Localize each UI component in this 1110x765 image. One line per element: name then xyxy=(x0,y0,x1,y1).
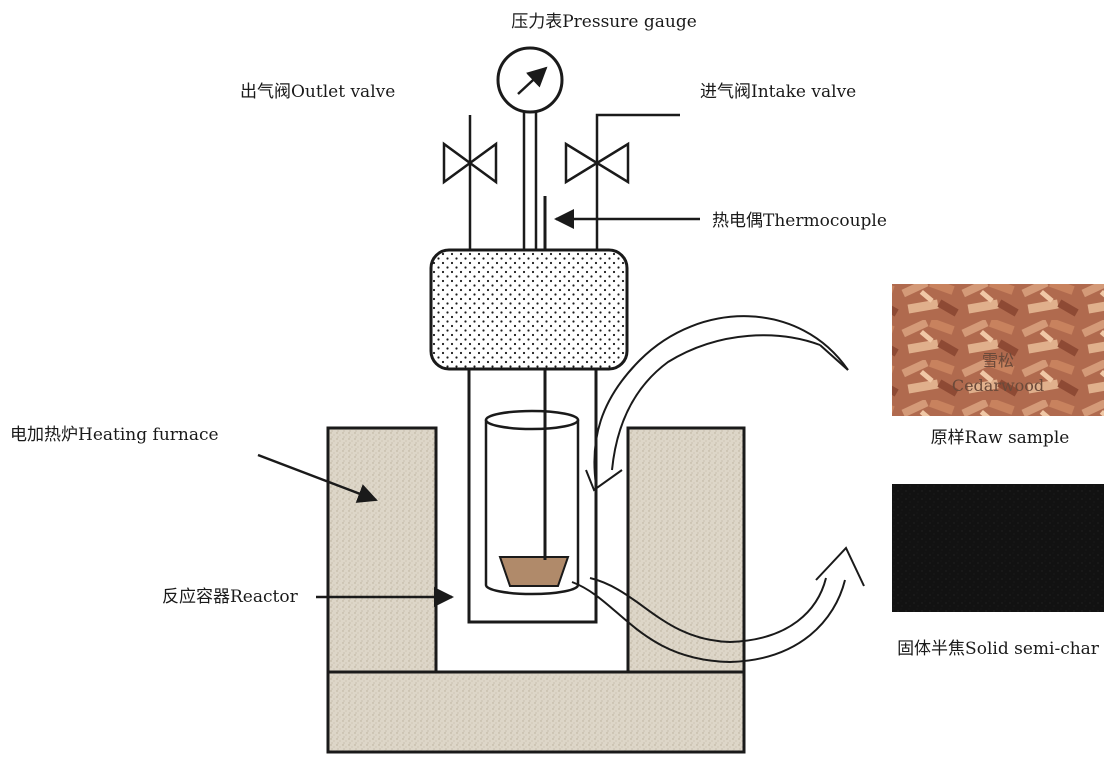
outlet-line xyxy=(442,115,498,250)
semi-char-photo xyxy=(892,484,1104,612)
thermocouple-label: 热电偶Thermocouple xyxy=(712,211,887,231)
furnace-base xyxy=(326,670,746,754)
furnace-arrow xyxy=(257,453,378,503)
raw-sample-flow-arrow xyxy=(585,315,849,492)
crucible xyxy=(484,409,580,596)
semi-char-flow-arrow xyxy=(571,546,865,664)
pressure-gauge xyxy=(496,46,564,114)
reactor-vessel xyxy=(467,368,598,624)
outlet-valve-label: 出气阀Outlet valve xyxy=(240,82,395,102)
outlet-valve-icon xyxy=(442,141,498,185)
reactor-label: 反应容器Reactor xyxy=(162,587,299,607)
furnace-left-wall xyxy=(326,426,438,675)
intake-line xyxy=(564,113,680,250)
semi-char-label: 固体半焦Solid semi-char xyxy=(897,639,1100,659)
raw-sample-photo: 雪松 Cedarwood xyxy=(892,284,1104,416)
intake-valve-icon xyxy=(564,141,630,185)
photo-label-en: Cedarwood xyxy=(952,376,1044,395)
reactor-lid xyxy=(429,248,629,371)
sample xyxy=(498,556,570,587)
photo-label-cn: 雪松 xyxy=(982,351,1014,370)
gauge-tube xyxy=(522,112,538,250)
pressure-gauge-label: 压力表Pressure gauge xyxy=(511,12,697,32)
heating-furnace-label: 电加热炉Heating furnace xyxy=(10,425,219,445)
heating-furnace xyxy=(326,426,746,754)
gauge-needle-icon xyxy=(517,66,548,95)
intake-valve-label: 进气阀Intake valve xyxy=(700,82,856,102)
raw-sample-label: 原样Raw sample xyxy=(931,428,1070,448)
